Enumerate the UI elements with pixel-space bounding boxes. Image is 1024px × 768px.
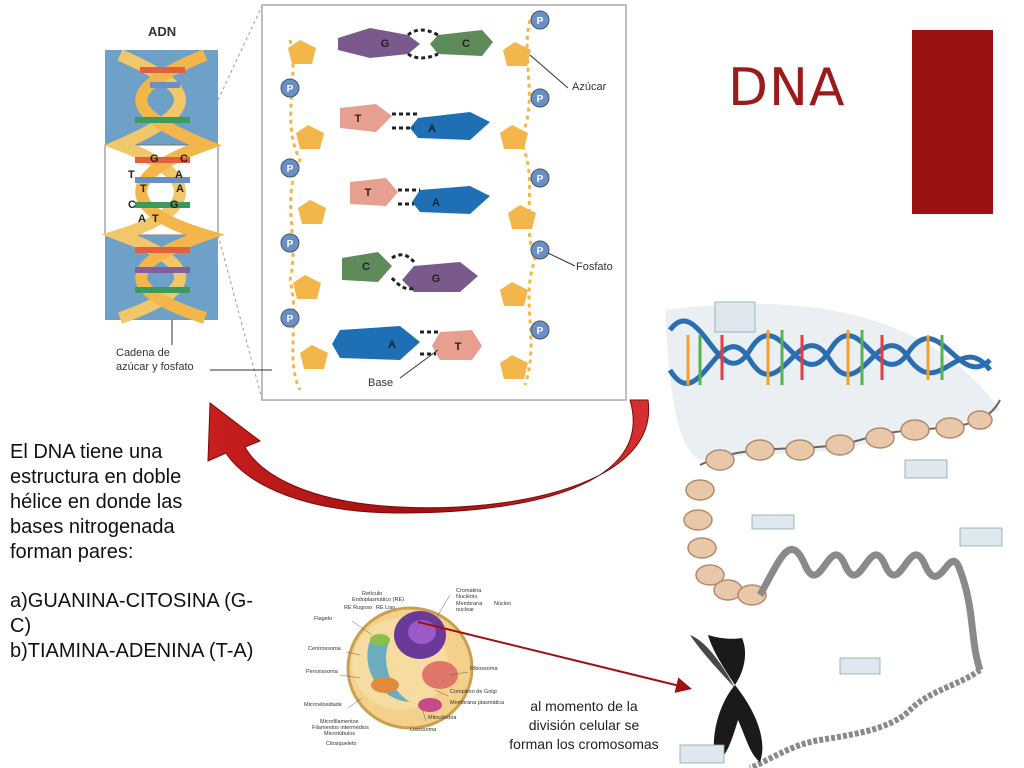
phosphate-letter: P — [537, 16, 544, 27]
cell-label: Microfilamentos — [320, 719, 359, 725]
cell-label: Microtúbulos — [324, 731, 355, 737]
base-pair-ta-1 — [340, 104, 490, 140]
base-pair-ta-2 — [350, 178, 490, 214]
callout-boxes — [679, 301, 1003, 764]
label-base: Base — [368, 377, 393, 389]
helix-label: A — [138, 213, 146, 225]
mini-helix: G C T A T A C G A T — [101, 49, 225, 345]
phosphate-letter: P — [287, 239, 294, 250]
helix-label: T — [128, 169, 135, 181]
helix-label: C — [128, 199, 136, 211]
curved-arrow — [207, 399, 650, 514]
base-letter: T — [355, 113, 362, 125]
base-letter: T — [455, 341, 462, 353]
chromosome-caption: al momento de la división celular se for… — [470, 697, 698, 754]
base-letter: G — [432, 273, 441, 285]
base-letter: A — [432, 197, 440, 209]
cell-label: Núcleo — [494, 601, 511, 607]
base-letter: C — [462, 38, 470, 50]
cell-label: Peroxissoma — [306, 669, 339, 675]
helix-label: G — [170, 199, 179, 211]
phosphate-letter: P — [287, 84, 294, 95]
phosphate-letter: P — [537, 326, 544, 337]
phosphate-letter: P — [537, 174, 544, 185]
phosphate-groups — [280, 10, 550, 340]
cell-label: Retículo — [362, 591, 382, 597]
phosphate-letter: P — [537, 94, 544, 105]
helix-label: C — [180, 153, 188, 165]
body-line: bases nitrogenada — [10, 516, 175, 538]
chain-label-2: azúcar y fosfato — [116, 361, 194, 373]
cell-label: Complexo de Golgi — [450, 689, 497, 695]
helix-label: T — [140, 183, 147, 195]
cell-label: RE Rugoso — [344, 605, 372, 611]
helix-label: A — [175, 169, 183, 181]
chain-label-1: Cadena de — [116, 347, 170, 359]
title-accent-block — [912, 30, 993, 214]
cell-label: RE Liso — [376, 605, 395, 611]
cell-label: Membrana — [456, 601, 483, 607]
chromatin-figure — [665, 301, 1003, 768]
slide-title: DNA — [728, 58, 846, 118]
body-line: estructura en doble — [10, 466, 182, 488]
body-line: El DNA tiene una — [10, 441, 163, 463]
caption-line: al momento de la — [530, 698, 638, 714]
base-pair-at — [332, 326, 482, 360]
cell-label: Ribossoma — [470, 666, 498, 672]
cell-label: nuclear — [456, 607, 474, 613]
cell-label: Lisossoma — [410, 727, 437, 733]
base-letter: G — [381, 38, 390, 50]
sugar-pentagons — [288, 40, 536, 379]
phosphate-letter: P — [537, 246, 544, 257]
slide-body-text: El DNA tiene una estructura en doble hél… — [10, 440, 300, 664]
cell-label: Centrossoma — [308, 646, 342, 652]
base-pair-cg — [342, 252, 478, 292]
adn-header: ADN — [148, 24, 176, 39]
cell-diagram: Retículo Endoplasmático (RE) RE Rugoso R… — [304, 588, 511, 747]
base-letter: C — [362, 261, 370, 273]
base-letter: A — [388, 339, 396, 351]
cell-label: Cromatina — [456, 588, 482, 594]
cell-label: Filamentos intermédios — [312, 725, 369, 731]
cell-label: Mitocôndria — [428, 715, 457, 721]
pointer-arrow — [417, 621, 692, 693]
dna-structure-figure: ADN G C T A T A C G A T — [101, 4, 627, 401]
base-letter: T — [365, 187, 372, 199]
body-line: forman pares: — [10, 541, 134, 563]
caption-line: división celular se — [528, 717, 640, 733]
cell-label: Flagelo — [314, 616, 332, 622]
nucleosomes — [683, 410, 993, 606]
cell-label: Endoplasmático (RE) — [352, 597, 404, 603]
list-item-gc-cont: C) — [10, 615, 32, 637]
helix-label: T — [152, 213, 159, 225]
label-phosphate: Fosfato — [576, 261, 613, 273]
caption-line: forman los cromosomas — [509, 736, 659, 752]
cell-label: Nucléolo — [456, 594, 477, 600]
double-helix — [667, 318, 992, 386]
list-item-gc: a)GUANINA-CITOSINA (G- — [10, 590, 253, 612]
phosphate-letter: P — [287, 164, 294, 175]
cell-label: Membrana plasmática — [450, 700, 505, 706]
cell-label: Microvilosidade — [304, 702, 342, 708]
phosphate-letter: P — [287, 314, 294, 325]
label-sugar: Azúcar — [572, 81, 607, 93]
base-pair-gc — [338, 28, 493, 60]
body-line: hélice en donde las — [10, 491, 183, 513]
helix-label: A — [176, 183, 184, 195]
cell-label: Citosqueleto — [326, 741, 357, 747]
list-item-ta: b)TIAMINA-ADENINA (T-A) — [10, 640, 254, 662]
helix-label: G — [150, 153, 159, 165]
base-letter: A — [428, 123, 436, 135]
chromosome — [690, 635, 763, 762]
